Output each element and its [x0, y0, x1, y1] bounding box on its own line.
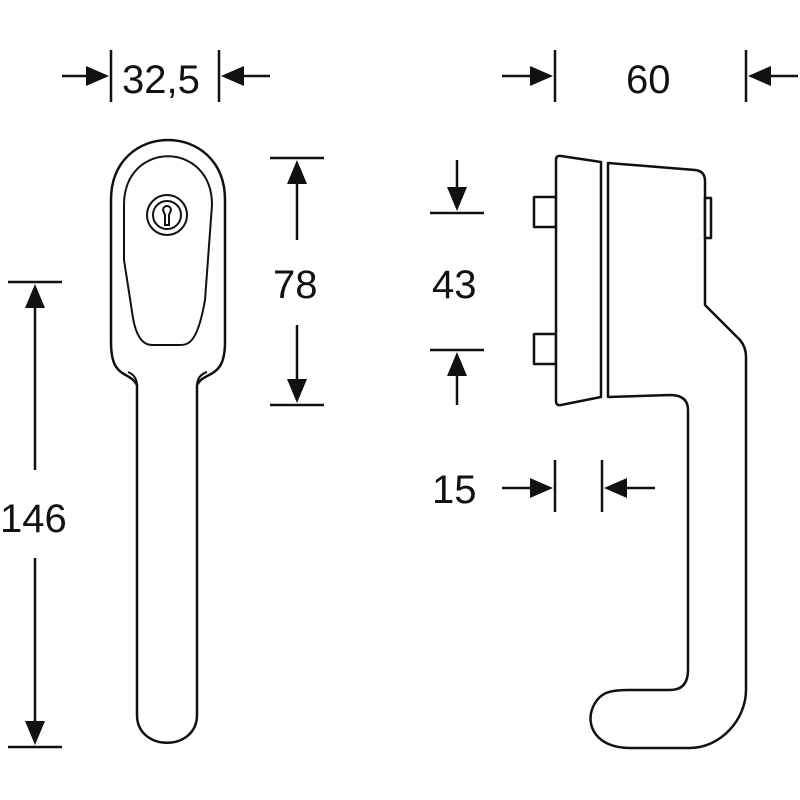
front-lever-neck-right	[196, 371, 208, 387]
dim-base-thickness: 15	[432, 460, 655, 512]
side-button-detail	[703, 196, 713, 240]
dim-side-depth-label: 60	[626, 58, 671, 102]
lock-cylinder-icon	[146, 194, 188, 236]
front-lever-neck-left	[127, 371, 138, 387]
dim-fixing-spacing: 43	[430, 160, 484, 405]
dim-fixing-spacing-label: 43	[432, 263, 477, 307]
side-fixing-pin-upper	[532, 195, 558, 229]
side-handle-body	[589, 161, 748, 750]
keyhole-icon	[161, 205, 173, 226]
front-view	[109, 138, 227, 744]
dim-escutcheon-height: 78	[270, 156, 324, 407]
front-handle-outline	[109, 138, 227, 744]
dim-total-height-label: 146	[0, 497, 67, 541]
dim-side-depth: 60	[502, 50, 798, 102]
dim-total-height: 146	[0, 280, 67, 749]
side-view	[532, 154, 748, 750]
side-base-plate	[554, 154, 603, 407]
dim-escutcheon-height-label: 78	[273, 263, 318, 307]
lock-cylinder-inner	[152, 200, 182, 230]
dim-base-thickness-label: 15	[432, 468, 477, 512]
dim-front-width-label: 32,5	[122, 58, 200, 102]
front-escutcheon-recess	[123, 155, 214, 346]
dim-front-width: 32,5	[62, 50, 270, 102]
side-fixing-pin-lower	[532, 332, 558, 366]
